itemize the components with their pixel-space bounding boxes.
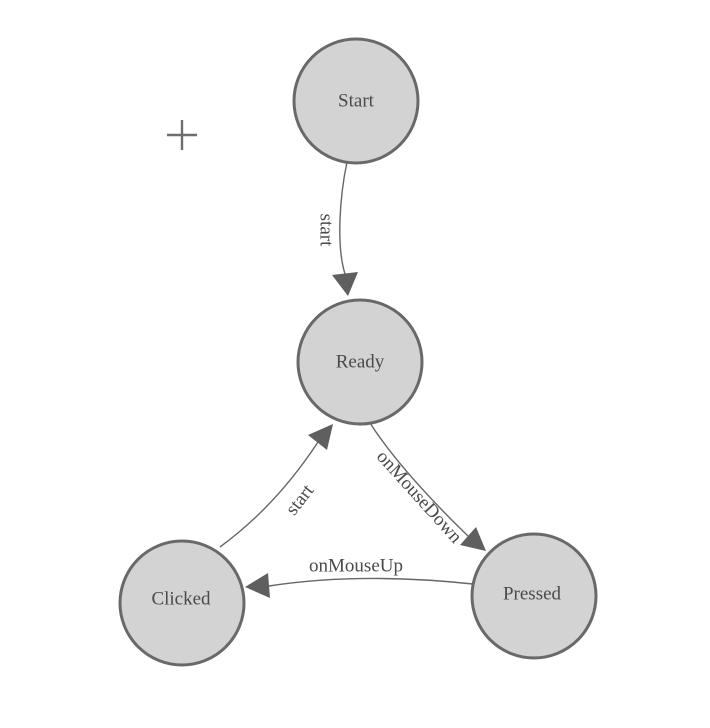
- node-ready[interactable]: Ready: [296, 298, 424, 426]
- node-circle[interactable]: [296, 298, 424, 426]
- node-label: Clicked: [151, 589, 211, 610]
- node-label: Pressed: [503, 584, 562, 605]
- arrowhead-icon: [460, 527, 486, 551]
- crosshair-plus-icon: [167, 120, 197, 150]
- node-circle[interactable]: [470, 532, 598, 660]
- edge-label-onmouseup: onMouseUp: [309, 556, 403, 577]
- arrowhead-icon: [308, 424, 333, 450]
- node-label: Start: [338, 91, 375, 112]
- edge-label-start-top: start: [316, 214, 337, 247]
- node-circle[interactable]: [292, 37, 420, 165]
- node-label: Ready: [336, 352, 385, 373]
- node-circle[interactable]: [118, 539, 246, 667]
- edge-label-onmousedown: onMouseDown: [372, 446, 466, 547]
- edge-start-to-ready[interactable]: start: [316, 161, 359, 296]
- node-clicked[interactable]: Clicked: [118, 539, 246, 667]
- node-start[interactable]: Start: [292, 37, 420, 165]
- node-pressed[interactable]: Pressed: [470, 532, 598, 660]
- edge-label-start-bottom: start: [282, 480, 319, 519]
- edge-line[interactable]: [339, 161, 348, 275]
- edge-clicked-to-ready[interactable]: start: [219, 424, 333, 548]
- edge-pressed-to-clicked[interactable]: onMouseUp: [245, 556, 474, 599]
- edge-line[interactable]: [369, 422, 469, 537]
- edge-line[interactable]: [268, 577, 474, 587]
- arrowhead-icon: [245, 573, 270, 598]
- edge-line[interactable]: [219, 441, 319, 548]
- edge-ready-to-pressed[interactable]: onMouseDown: [369, 422, 486, 551]
- arrowhead-icon: [332, 272, 358, 296]
